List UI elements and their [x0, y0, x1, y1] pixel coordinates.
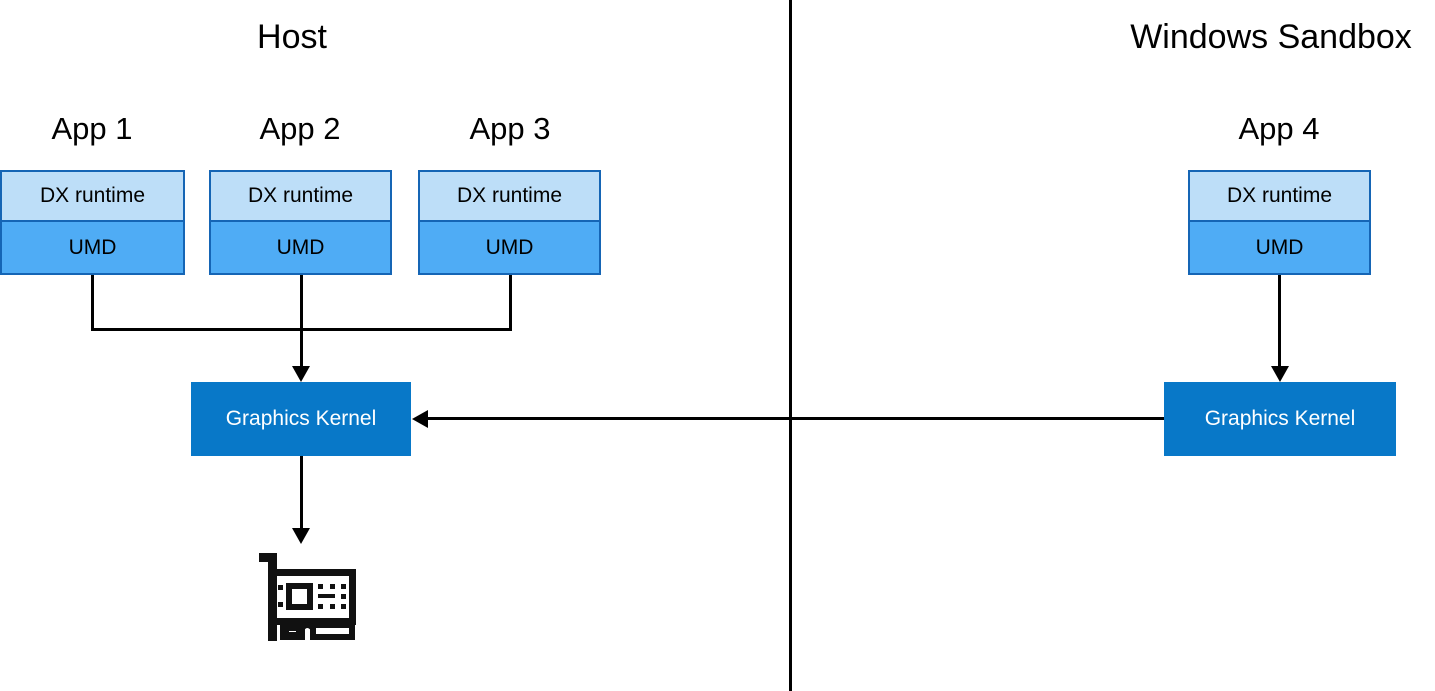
section-title-host: Host — [257, 18, 327, 56]
connector-app3-horizontal — [300, 328, 512, 331]
app3-dx-runtime-layer: DX runtime — [420, 172, 599, 222]
graphics-kernel-sandbox: Graphics Kernel — [1164, 382, 1396, 456]
graphics-card-icon — [255, 546, 360, 641]
app4-umd-layer: UMD — [1190, 222, 1369, 273]
arrowhead-host-kernel-to-gpu — [292, 528, 310, 544]
app4-dx-runtime-layer: DX runtime — [1190, 172, 1369, 222]
app-box-app2: DX runtime UMD — [209, 170, 392, 275]
app-label-app2: App 2 — [259, 111, 341, 146]
connector-sandbox-kernel-to-host-kernel — [428, 417, 1164, 420]
host-sandbox-divider — [789, 0, 792, 691]
app-label-app4: App 4 — [1238, 111, 1320, 146]
app1-dx-runtime-layer: DX runtime — [2, 172, 183, 222]
app1-umd-layer: UMD — [2, 222, 183, 273]
arrowhead-apps-to-host-kernel — [292, 366, 310, 382]
app-box-app1: DX runtime UMD — [0, 170, 185, 275]
app-label-app1: App 1 — [51, 111, 133, 146]
arrowhead-sandbox-to-host-kernel — [412, 410, 428, 428]
connector-app3-vertical — [509, 275, 512, 331]
app2-dx-runtime-layer: DX runtime — [211, 172, 390, 222]
app-box-app3: DX runtime UMD — [418, 170, 601, 275]
app2-umd-layer: UMD — [211, 222, 390, 273]
connector-host-kernel-to-gpu — [300, 456, 303, 532]
connector-app1-horizontal — [91, 328, 303, 331]
app-label-app3: App 3 — [469, 111, 551, 146]
app-box-app4: DX runtime UMD — [1188, 170, 1371, 275]
connector-app2-to-host-kernel — [300, 275, 303, 371]
graphics-kernel-host: Graphics Kernel — [191, 382, 411, 456]
section-title-windows-sandbox: Windows Sandbox — [1130, 18, 1412, 56]
app3-umd-layer: UMD — [420, 222, 599, 273]
connector-app1-vertical — [91, 275, 94, 331]
connector-app4-to-sandbox-kernel — [1278, 275, 1281, 371]
arrowhead-app4-to-sandbox-kernel — [1271, 366, 1289, 382]
